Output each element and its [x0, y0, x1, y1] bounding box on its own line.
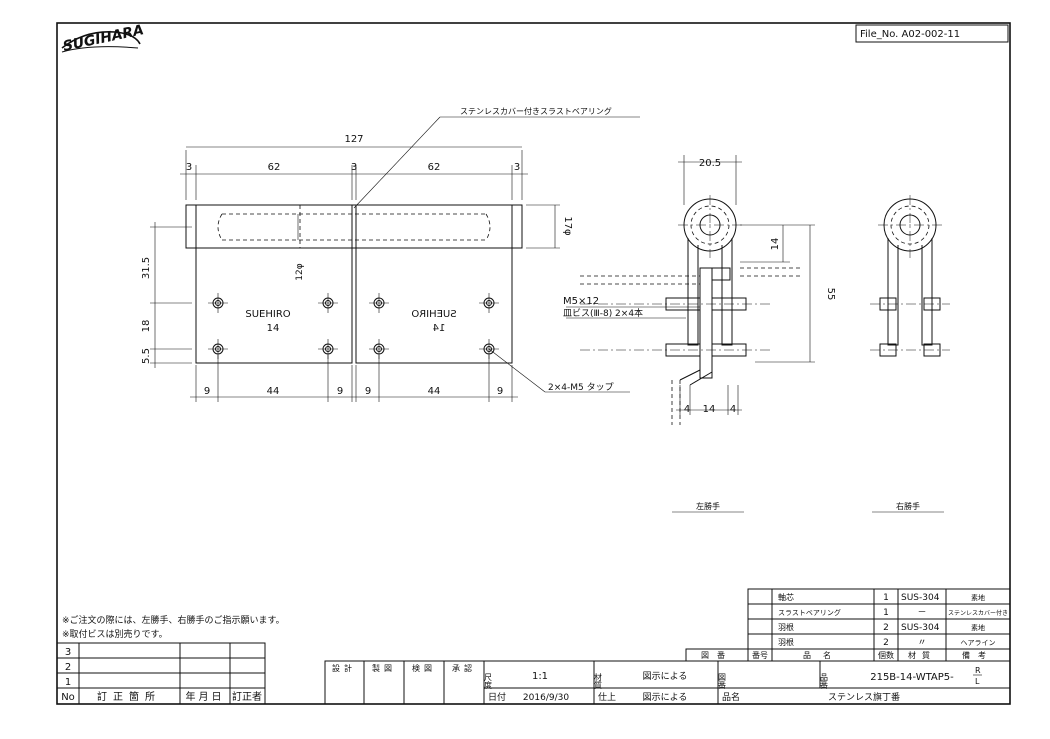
tb-scale-label: 尺度: [484, 673, 493, 690]
part-3-name: 羽根: [778, 622, 794, 632]
label-right-hand: 右勝手: [896, 501, 920, 511]
revision-table: 3 2 1 No 訂正箇所 年月日 訂正者: [56, 642, 266, 705]
dim-end-gap-left: 3: [186, 162, 192, 173]
part-1-remark: 素地: [971, 593, 985, 602]
tb-design: 設計: [332, 663, 356, 673]
parts-header-name: 品名: [803, 650, 843, 660]
left-leaf-brand: SUEHIRO: [245, 309, 290, 320]
tb-finish-label: 仕上: [598, 691, 616, 703]
dim-end-gap-right: 3: [514, 162, 520, 173]
dim-side-bottom-a: 4: [684, 404, 690, 415]
dim-hole-pitch-v: 18: [141, 320, 152, 333]
dim-height-bottom: 5.5: [141, 348, 152, 364]
tb-product-no: 215B-14-WTAP5-: [870, 672, 954, 683]
tb-approve: 承認: [452, 663, 476, 673]
revision-header-place: 訂正箇所: [97, 690, 161, 703]
parts-header-remark: 備考: [962, 650, 994, 660]
tb-product-name: ステンレス旗丁番: [828, 691, 900, 703]
left-leaf-size: 14: [267, 323, 280, 334]
dim-hole-edge-r1: 9: [365, 386, 371, 397]
tb-drawing-label: 図番: [718, 673, 727, 690]
dim-total-width: 127: [344, 134, 363, 145]
parts-header-qty: 個数: [878, 650, 894, 660]
tb-date: 2016/9/30: [523, 693, 569, 703]
dim-side-height: 55: [825, 288, 836, 301]
front-view: SUEHIRO 14 SUEHIRO 14 127 3 62 3 62 3 17…: [141, 106, 640, 402]
knuckle: [185, 204, 523, 249]
logo-text: SUGIHARA: [62, 22, 146, 55]
tb-product-name-label: 品名: [722, 691, 740, 703]
part-2-remark: ステンレスカバー付き: [948, 609, 1008, 617]
dim-knuckle-dia: 17φ: [562, 216, 573, 236]
dim-hole-edge-l1: 9: [204, 386, 210, 397]
tb-product-suffix-top: R: [975, 666, 981, 675]
callout-tap: 2×4-M5 タップ: [548, 382, 614, 393]
part-1-name: 軸芯: [778, 592, 794, 602]
revision-row-1: 1: [65, 677, 71, 688]
revision-row-3: 3: [65, 647, 71, 658]
dim-hole-pitch-h-r: 44: [428, 386, 441, 397]
file-no: File_No. A02-002-11: [860, 29, 960, 40]
revision-header-date: 年月日: [186, 690, 225, 703]
tb-finish: 図示による: [643, 692, 688, 703]
dim-height-top: 31.5: [141, 257, 152, 279]
label-left-hand: 左勝手: [696, 501, 720, 511]
parts-list: 軸芯 1 SUS-304 素地 スラストベアリング 1 － ステンレスカバー付き…: [685, 588, 1011, 662]
part-1-qty: 1: [883, 593, 889, 603]
side-view-right-hand: 右勝手: [870, 195, 950, 513]
dim-leaf-width-right: 62: [428, 162, 441, 173]
part-3-remark: 素地: [971, 623, 985, 632]
dim-side-offset: 14: [770, 238, 781, 251]
part-3-material: SUS-304: [901, 623, 940, 633]
part-4-material: 〃: [917, 638, 926, 648]
tb-draft: 製図: [372, 663, 396, 673]
part-4-qty: 2: [883, 638, 889, 648]
part-2-name: スラストベアリング: [778, 608, 841, 617]
company-logo: SUGIHARA: [62, 22, 146, 55]
revision-row-2: 2: [65, 662, 71, 673]
parts-header-number: 番号: [752, 650, 768, 660]
tb-product-suffix-bottom: L: [975, 677, 980, 686]
title-block: 設計 製図 検図 承認 尺度 1:1 日付 2016/9/30 材質 図示による…: [324, 660, 1011, 705]
tb-product-no-label: 品番: [820, 673, 829, 690]
dim-pin-dia: 12φ: [295, 263, 305, 280]
parts-header-zuban: 図番: [701, 650, 733, 660]
tb-scale: 1:1: [532, 671, 548, 682]
callout-screw-desc: 皿ビス(Ⅲ-8) 2×4本: [563, 307, 643, 319]
tb-material-label: 材質: [594, 672, 603, 690]
callout-screw-size: M5×12: [563, 296, 599, 307]
leaf-holes: [208, 293, 499, 359]
right-leaf-brand: SUEHIRO: [411, 309, 456, 320]
dim-hole-edge-l2: 9: [337, 386, 343, 397]
dim-side-bottom-c: 4: [730, 404, 736, 415]
dim-hole-pitch-h-l: 44: [267, 386, 280, 397]
revision-header-person: 訂正者: [232, 690, 262, 703]
dim-leaf-width-left: 62: [268, 162, 281, 173]
side-view-left-hand: 20.5 14 55 4 14 4 M5×12 皿ビス(Ⅲ-8) 2×4本 左勝…: [563, 155, 836, 513]
part-3-qty: 2: [883, 623, 889, 633]
tb-material: 図示による: [643, 671, 688, 682]
revision-header-no: No: [61, 692, 75, 703]
note-screws: ※取付ビスは別売りです。: [62, 628, 168, 640]
part-2-qty: 1: [883, 608, 889, 618]
part-4-remark: ヘアライン: [961, 639, 996, 647]
callout-bearing: ステンレスカバー付きスラストベアリング: [460, 106, 612, 116]
dim-side-bottom-b: 14: [703, 404, 716, 415]
file-no-box: [855, 24, 1009, 43]
dim-hole-edge-r2: 9: [497, 386, 503, 397]
part-4-name: 羽根: [778, 637, 794, 647]
parts-header-material: 材質: [908, 650, 936, 660]
part-1-material: SUS-304: [901, 593, 940, 603]
dim-mid-gap: 3: [351, 162, 357, 173]
right-leaf-size: 14: [433, 323, 446, 334]
tb-check: 検図: [412, 663, 436, 673]
part-2-material: －: [917, 608, 926, 618]
tb-date-label: 日付: [488, 692, 506, 703]
note-order: ※ご注文の際には、左勝手、右勝手のご指示願います。: [62, 614, 285, 626]
right-leaf: [355, 247, 513, 364]
dim-side-width: 20.5: [699, 158, 721, 169]
left-leaf: [195, 247, 353, 364]
